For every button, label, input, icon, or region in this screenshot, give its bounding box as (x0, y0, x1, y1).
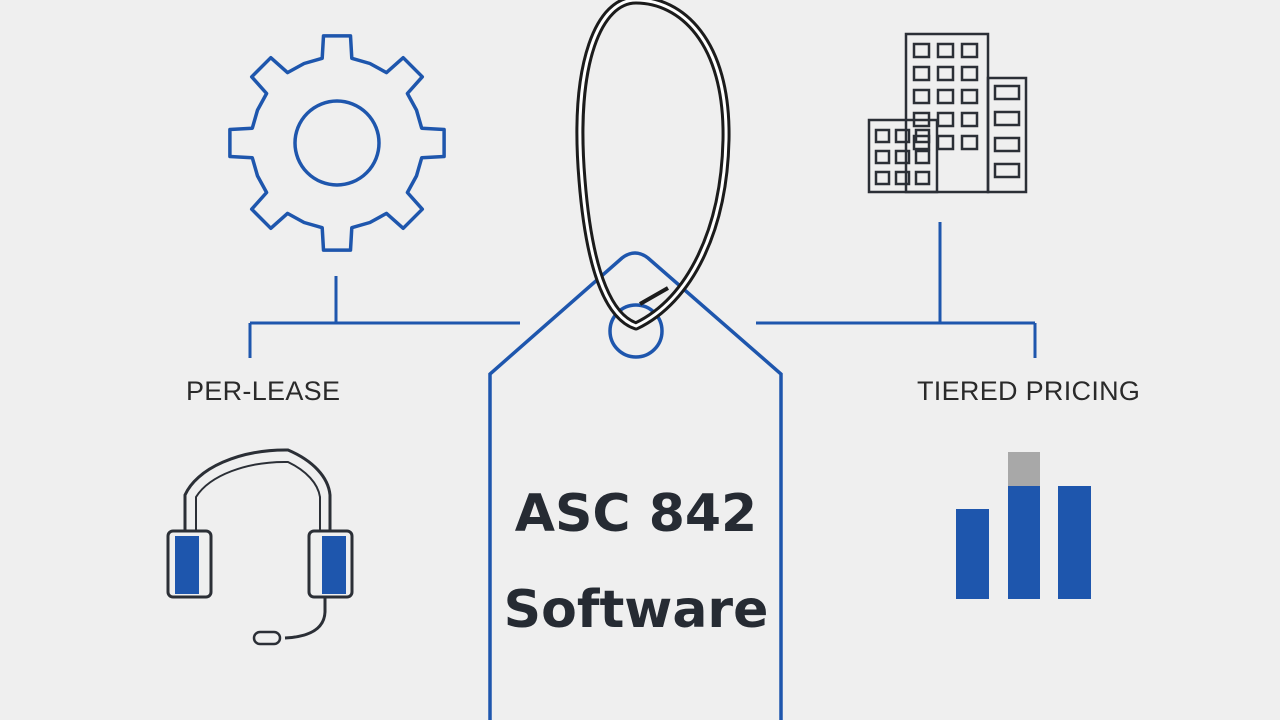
tag-title-line-2: Software (503, 580, 769, 640)
building-window (914, 149, 931, 165)
building-window (874, 149, 891, 165)
per-lease-label: PER-LEASE (186, 376, 341, 406)
gear-icon (228, 34, 446, 252)
building-window (894, 170, 911, 186)
building-window (960, 134, 979, 151)
tiered-pricing-label: TIERED PRICING (917, 376, 1141, 406)
building-window (960, 65, 979, 82)
building-window (993, 136, 1021, 153)
building-window (936, 42, 955, 59)
building-window (936, 134, 955, 151)
building-window (993, 84, 1021, 101)
building-window (993, 110, 1021, 127)
connector-right (756, 222, 1037, 358)
bar-chart-bar-2-cap (1008, 452, 1040, 486)
building-window (914, 128, 931, 144)
bar-chart-bar-1 (956, 509, 989, 599)
buildings-icon (867, 32, 1028, 194)
building-window (960, 111, 979, 128)
building-window (912, 65, 931, 82)
building-window (914, 170, 931, 186)
building-window (912, 88, 931, 105)
building-window (874, 170, 891, 186)
building-window (936, 65, 955, 82)
headset-icon (166, 448, 354, 646)
building-window (936, 88, 955, 105)
building-window (936, 111, 955, 128)
building-window (993, 162, 1021, 179)
building-window (894, 128, 911, 144)
building-window (960, 42, 979, 59)
tag-title-line-1: ASC 842 (514, 484, 758, 544)
building-window (960, 88, 979, 105)
bar-chart-icon (956, 452, 1091, 599)
building-window (894, 149, 911, 165)
building-window (874, 128, 891, 144)
building-window (912, 111, 931, 128)
bar-chart-bar-2 (1008, 486, 1040, 599)
building-window (912, 42, 931, 59)
price-tag-icon (488, 0, 783, 720)
bar-chart-bar-3 (1058, 486, 1091, 599)
connector-left (248, 276, 520, 358)
